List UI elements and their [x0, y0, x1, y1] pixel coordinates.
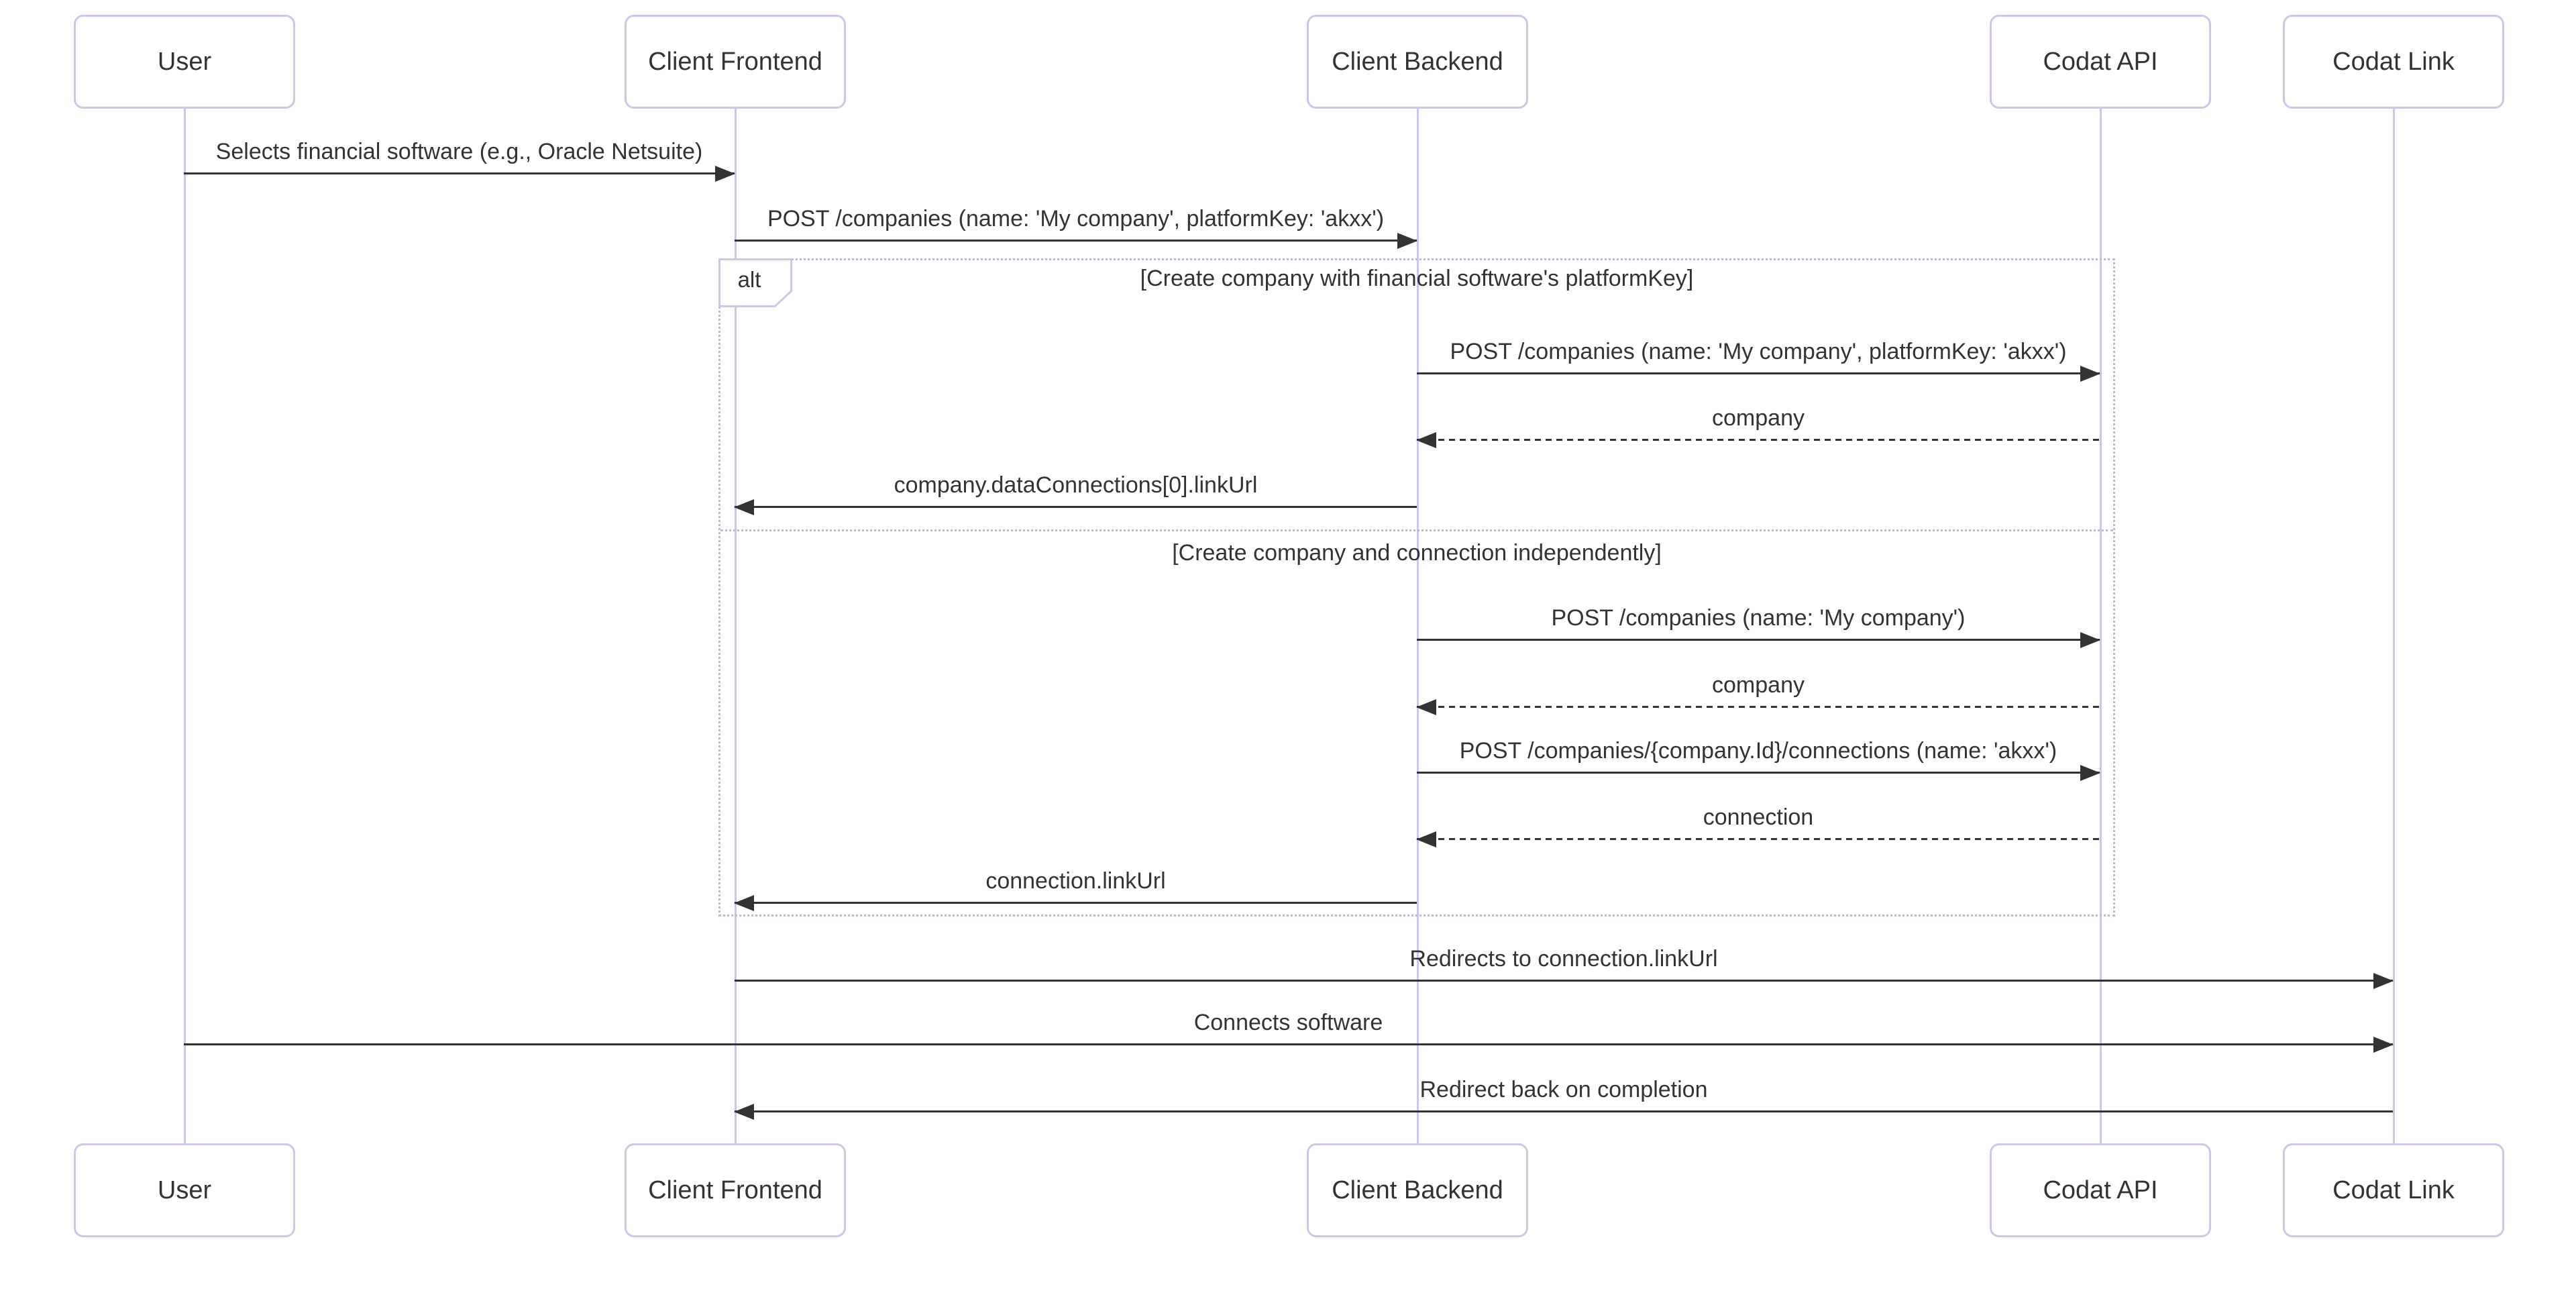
- message-post-companies-platformkey-frontend: POST /companies (name: 'My company', pla…: [735, 206, 1417, 249]
- message-label: company.dataConnections[0].linkUrl: [894, 472, 1258, 498]
- message-label: connection.linkUrl: [985, 868, 1166, 894]
- message-company-response-2: company: [1416, 672, 2100, 715]
- message-line: [735, 240, 1417, 242]
- actor-bottom-codat-api: Codat API: [1990, 1143, 2211, 1237]
- message-line: [735, 902, 1417, 904]
- message-connection-linkurl: connection.linkUrl: [734, 868, 1417, 911]
- actor-top-codat-link: Codat Link: [2283, 15, 2504, 109]
- arrowhead-right-icon: [2080, 366, 2100, 382]
- actor-bottom-user: User: [74, 1143, 295, 1237]
- message-line: [1417, 372, 2100, 374]
- actor-label: Client Backend: [1332, 47, 1503, 76]
- arrowhead-right-icon: [2373, 1037, 2394, 1053]
- message-label: Redirects to connection.linkUrl: [1409, 946, 1718, 972]
- message-line: [1417, 639, 2100, 641]
- message-label: POST /companies (name: 'My company', pla…: [1450, 339, 2067, 364]
- actor-label: Client Frontend: [648, 1176, 822, 1204]
- alt-label-text: alt: [737, 267, 761, 292]
- alt-divider: [720, 529, 2113, 531]
- message-label: Connects software: [1193, 1010, 1383, 1035]
- arrowhead-right-icon: [2080, 632, 2100, 648]
- message-dataconnections-linkurl: company.dataConnections[0].linkUrl: [734, 472, 1417, 515]
- message-connects-software: Connects software: [184, 1010, 2394, 1053]
- message-line: [1417, 772, 2100, 774]
- message-line: [735, 1110, 2393, 1112]
- message-line: [735, 506, 1417, 508]
- message-line: [1417, 439, 2100, 441]
- actor-bottom-client-backend: Client Backend: [1307, 1143, 1528, 1237]
- arrowhead-right-icon: [2080, 765, 2100, 781]
- message-line: [735, 980, 2393, 982]
- arrowhead-left-icon: [734, 499, 754, 515]
- message-label: company: [1712, 672, 1805, 698]
- actor-bottom-client-frontend: Client Frontend: [625, 1143, 846, 1237]
- arrowhead-right-icon: [1397, 233, 1417, 249]
- message-company-response-1: company: [1416, 405, 2100, 448]
- actor-label: Client Frontend: [648, 47, 822, 76]
- message-label: company: [1712, 405, 1805, 431]
- message-line: [184, 1043, 2393, 1045]
- actor-top-codat-api: Codat API: [1990, 15, 2211, 109]
- actor-label: Codat Link: [2332, 1176, 2455, 1204]
- message-label: Selects financial software (e.g., Oracle…: [215, 139, 703, 164]
- message-post-connections: POST /companies/{company.Id}/connections…: [1417, 738, 2100, 781]
- actor-label: User: [157, 47, 212, 76]
- actor-bottom-codat-link: Codat Link: [2283, 1143, 2504, 1237]
- actor-label: Codat API: [2043, 1176, 2158, 1204]
- alt-label: alt: [718, 258, 792, 307]
- lifeline-user: [184, 109, 186, 1143]
- lifeline-client-frontend: [735, 109, 737, 1143]
- arrowhead-left-icon: [734, 1104, 754, 1120]
- lifeline-client-backend: [1417, 109, 1419, 1143]
- message-label: connection: [1703, 804, 1814, 830]
- message-label: POST /companies (name: 'My company'): [1551, 605, 1966, 631]
- alt-condition-2: [Create company and connection independe…: [1172, 540, 1662, 566]
- arrowhead-left-icon: [734, 895, 754, 911]
- actor-label: Codat API: [2043, 47, 2158, 76]
- lifeline-codat-api: [2100, 109, 2102, 1143]
- actor-top-client-frontend: Client Frontend: [625, 15, 846, 109]
- actor-top-user: User: [74, 15, 295, 109]
- arrowhead-right-icon: [715, 166, 735, 182]
- message-selects-financial-software: Selects financial software (e.g., Oracle…: [184, 139, 735, 182]
- message-post-companies-name-only: POST /companies (name: 'My company'): [1417, 605, 2100, 648]
- actor-label: User: [157, 1176, 212, 1204]
- lifeline-codat-link: [2393, 109, 2395, 1143]
- arrowhead-left-icon: [1416, 831, 1436, 847]
- alt-condition-1: [Create company with financial software'…: [1140, 266, 1694, 291]
- message-line: [184, 172, 735, 174]
- message-label: POST /companies/{company.Id}/connections…: [1459, 738, 2057, 764]
- message-redirects-to-linkurl: Redirects to connection.linkUrl: [735, 946, 2394, 989]
- actor-label: Client Backend: [1332, 1176, 1503, 1204]
- actor-label: Codat Link: [2332, 47, 2455, 76]
- alt-label-shape-icon: [718, 258, 792, 307]
- arrowhead-left-icon: [1416, 432, 1436, 448]
- message-connection-response: connection: [1416, 804, 2100, 847]
- arrowhead-left-icon: [1416, 699, 1436, 715]
- message-line: [1417, 838, 2100, 840]
- message-line: [1417, 706, 2100, 708]
- message-label: POST /companies (name: 'My company', pla…: [767, 206, 1385, 231]
- message-label: Redirect back on completion: [1419, 1077, 1708, 1102]
- message-redirect-back: Redirect back on completion: [734, 1077, 2393, 1120]
- message-post-companies-platformkey-backend: POST /companies (name: 'My company', pla…: [1417, 339, 2100, 382]
- alt-frame: [Create company with financial software'…: [718, 258, 2115, 917]
- arrowhead-right-icon: [2373, 973, 2394, 989]
- actor-top-client-backend: Client Backend: [1307, 15, 1528, 109]
